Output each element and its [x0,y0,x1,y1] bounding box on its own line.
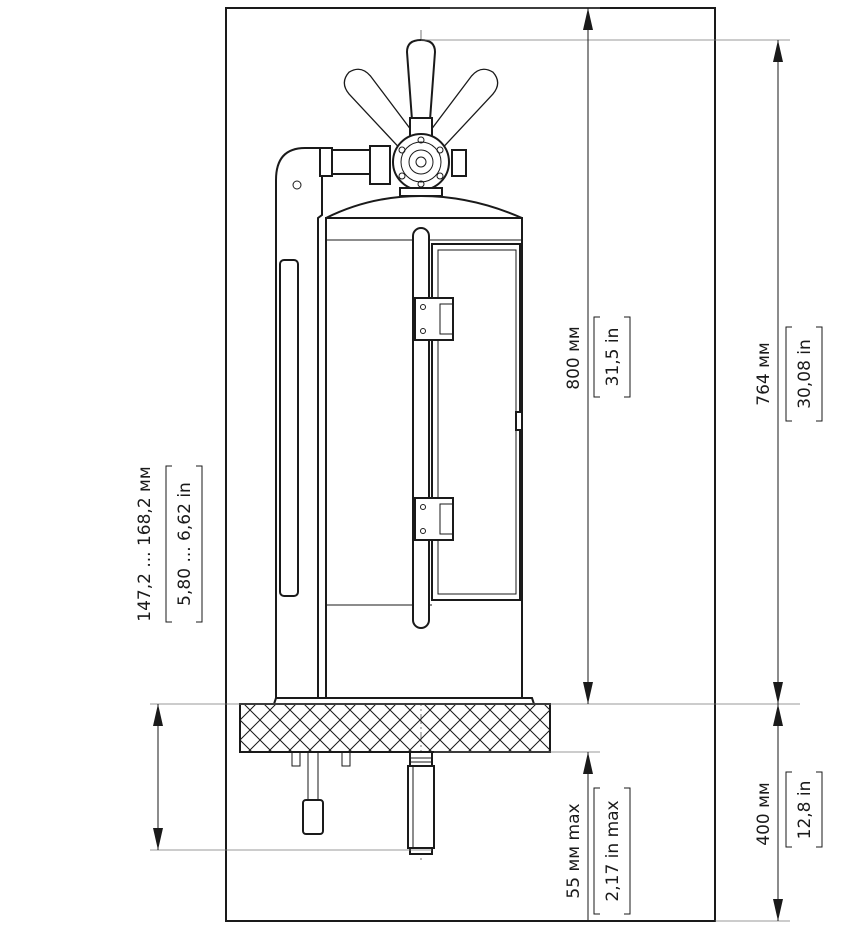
tank-dome [325,194,523,219]
dim-55-in: 2,17 in max [603,800,623,901]
vertical-pipe [412,227,430,629]
upper-hinge [414,297,454,341]
dim-764-mm: 764 мм [754,342,774,406]
dim-764-in: 30,08 in [795,339,815,409]
dim-tap-height-mm: 147,2 ... 168,2 мм [135,466,155,621]
dim-400-in: 12,8 in [795,781,815,840]
dim-line-tap-height [153,704,163,850]
tap-arm-flange-right [451,149,467,177]
dim-tap-height-in: 5,80 ... 6,62 in [175,482,195,606]
lower-hinge [414,497,454,541]
tap-arm-flange [369,145,391,185]
tap-arm-collar [319,147,333,177]
tap-handle [405,38,437,121]
dim-55-mm: 55 мм max [564,803,584,898]
dim-line-400 [773,704,783,921]
dim-800-in: 31,5 in [603,328,623,387]
tap-body [392,133,450,197]
dim-800-mm: 800 мм [564,326,584,390]
shank-thread [407,751,435,855]
column-window [279,259,299,597]
mounting-studs [291,752,351,767]
dim-line-55 [583,752,593,921]
inch-brackets [165,316,823,915]
drain-cable [302,752,324,835]
column-screw [292,180,302,190]
door-latch [515,411,523,431]
dim-line-764 [773,40,783,704]
counter-top [239,703,551,753]
dim-line-800 [583,8,593,704]
dim-400-mm: 400 мм [754,782,774,846]
